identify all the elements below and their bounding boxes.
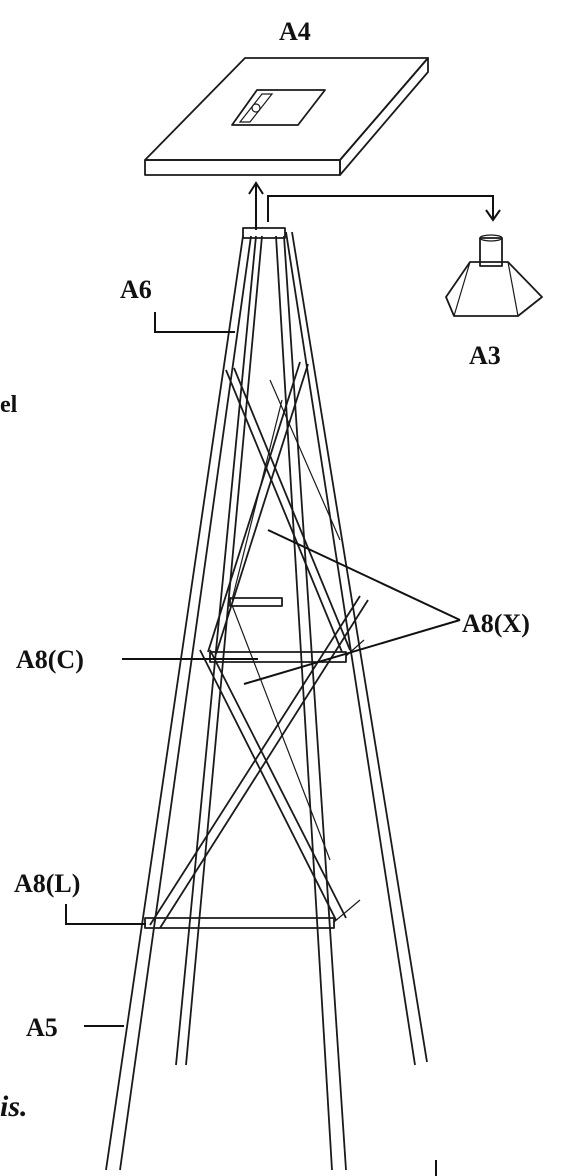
text-fragment-bottom: is.	[0, 1090, 28, 1123]
connection-arrows	[248, 181, 501, 230]
text-fragment-left: el	[0, 392, 18, 418]
tower-legs	[105, 227, 428, 1171]
leader-lines	[65, 312, 461, 1027]
top-plate	[144, 57, 429, 176]
label-a4: A4	[279, 17, 311, 46]
label-a8l: A8(L)	[14, 869, 80, 898]
label-a6: A6	[120, 275, 152, 304]
label-a8x: A8(X)	[462, 609, 530, 638]
base-part	[445, 234, 543, 317]
label-a8c: A8(C)	[16, 645, 84, 674]
label-a5: A5	[26, 1013, 58, 1042]
label-a3: A3	[469, 341, 501, 370]
